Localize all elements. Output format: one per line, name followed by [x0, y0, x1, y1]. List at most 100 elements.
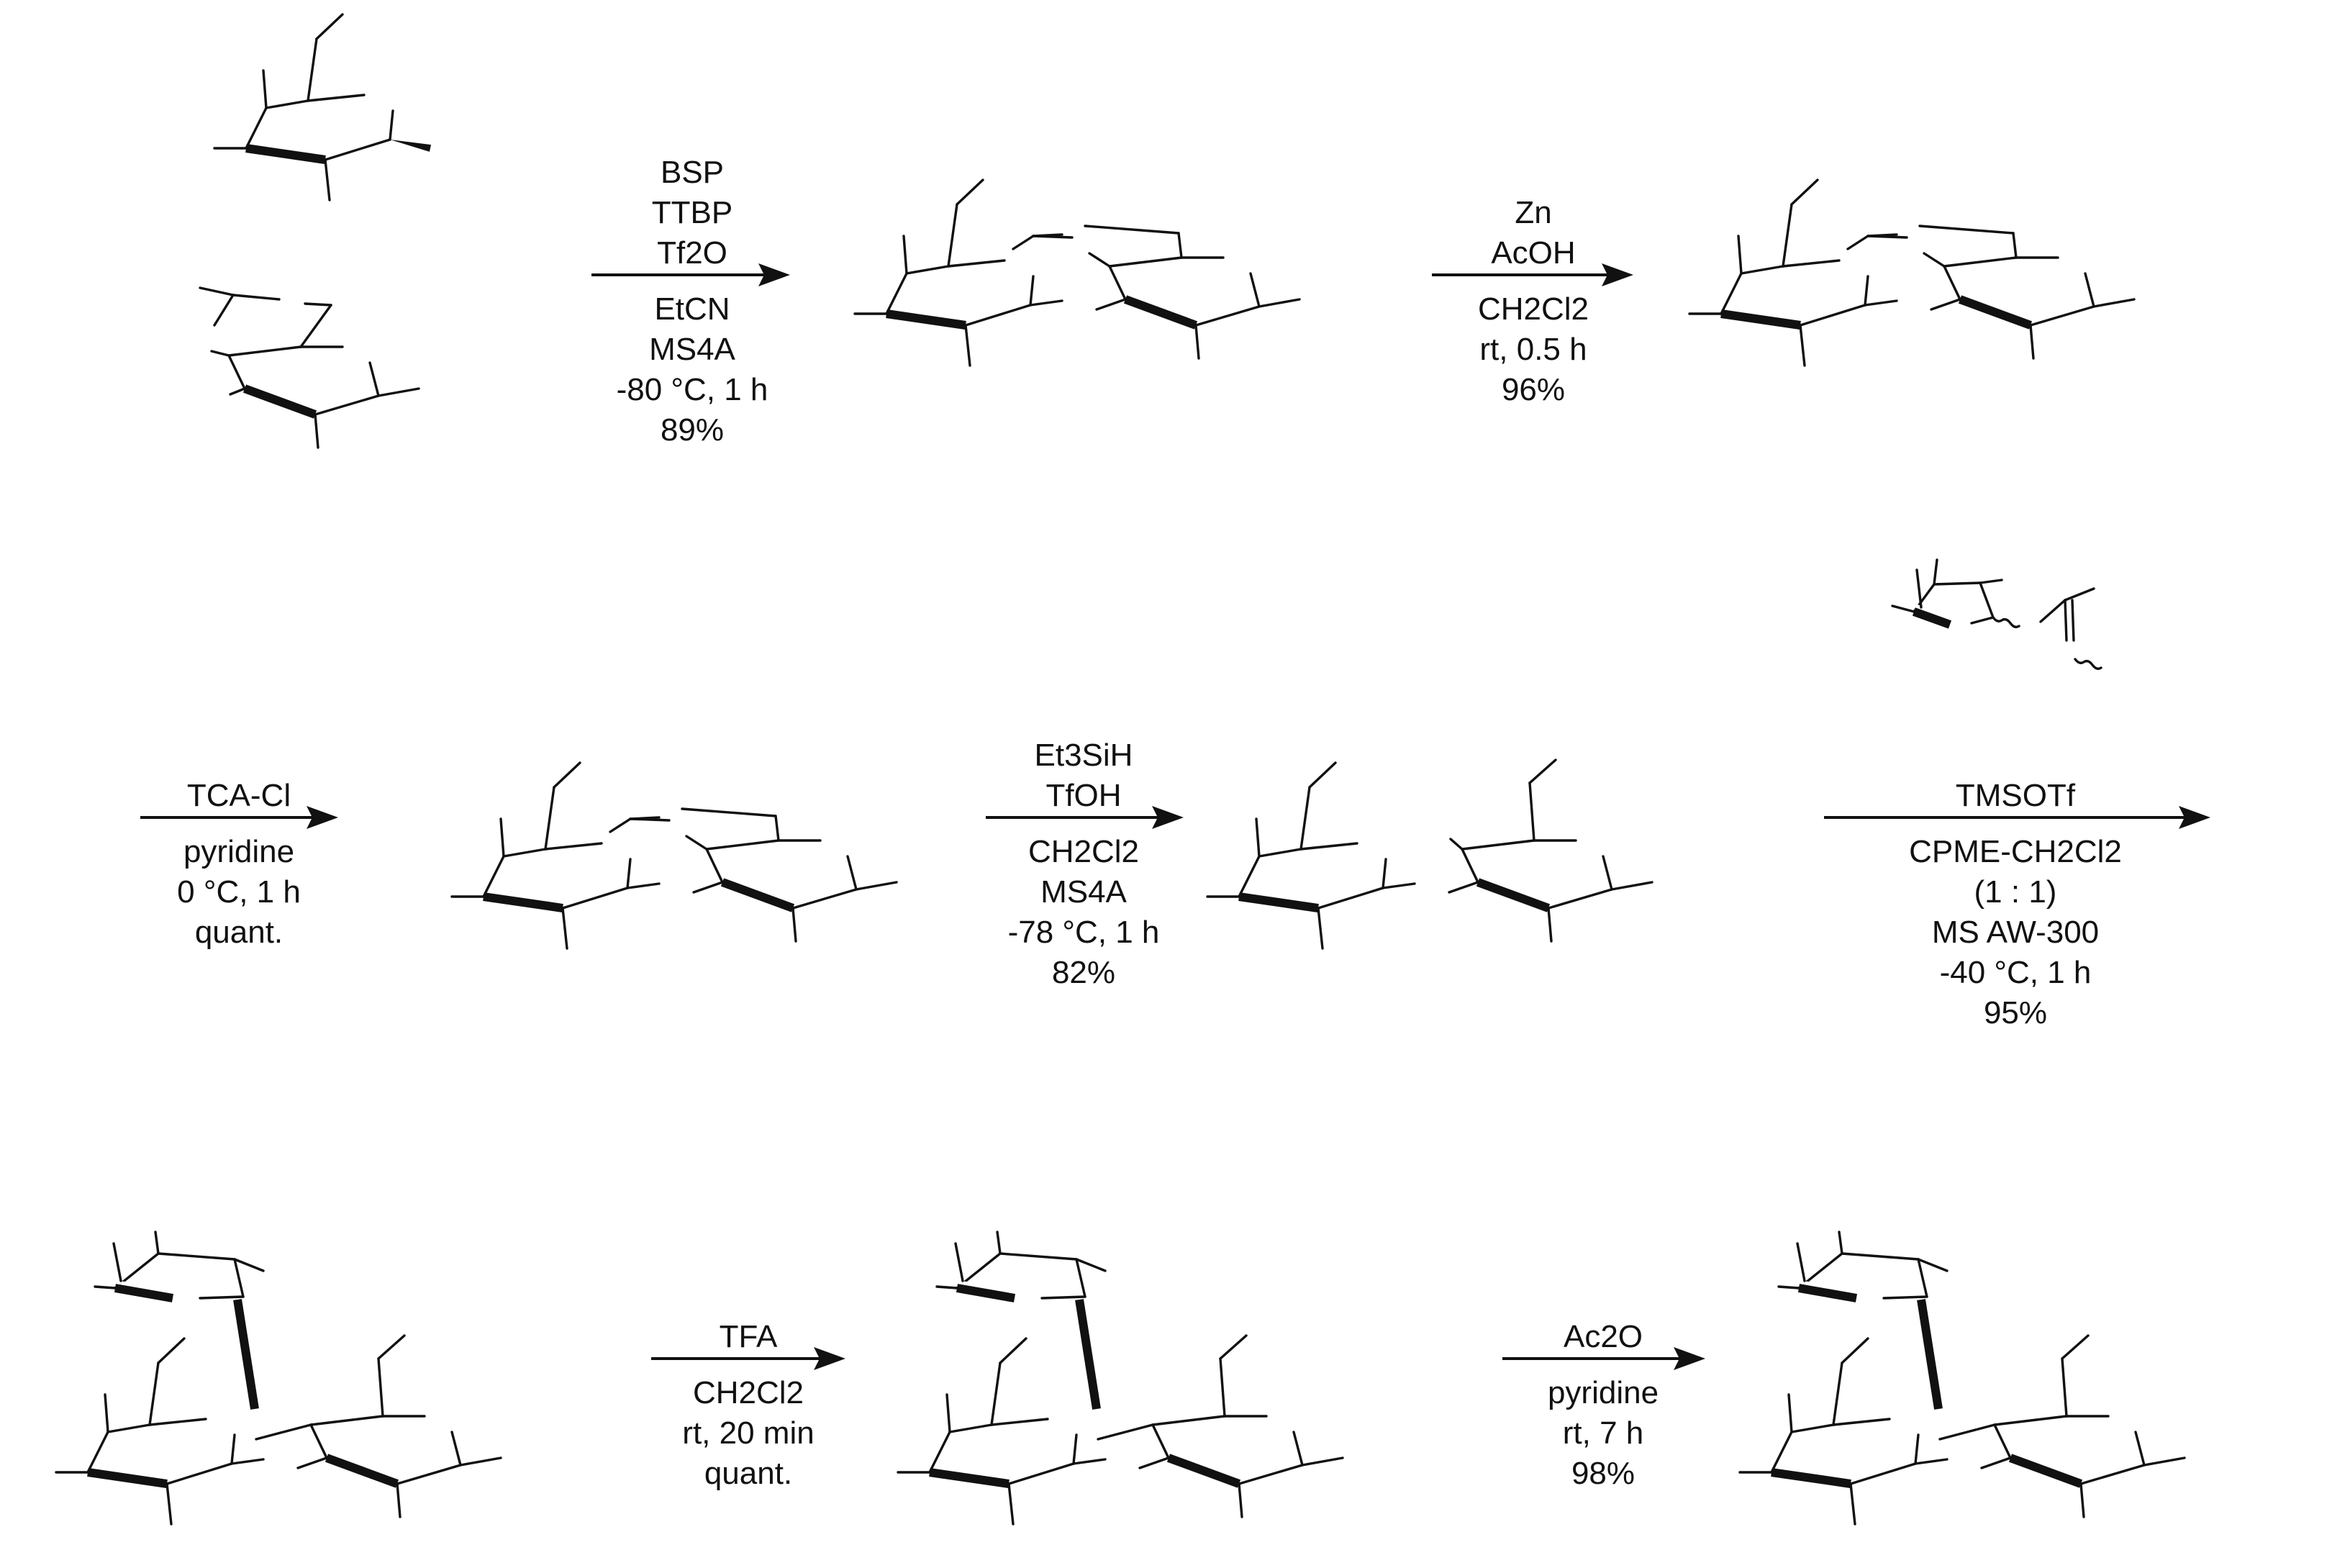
condition-below: rt, 7 h — [1563, 1415, 1644, 1451]
arrow-head — [758, 263, 790, 286]
condition-above: Zn — [1515, 195, 1551, 230]
bond — [309, 1423, 328, 1459]
condition-above: TMSOTf — [1956, 778, 2076, 813]
bond — [1979, 579, 2003, 584]
bond — [2079, 1482, 2085, 1518]
bond — [681, 807, 777, 817]
bond — [1790, 178, 1819, 206]
bond — [307, 37, 318, 102]
bond — [1770, 1431, 1793, 1474]
bond — [935, 1285, 958, 1290]
bond — [377, 1334, 406, 1360]
bond — [1012, 235, 1035, 250]
bond — [1796, 1242, 1806, 1282]
bond — [1610, 881, 1653, 891]
bond — [1194, 305, 1261, 327]
condition-below: 89% — [661, 412, 724, 448]
condition-below: rt, 20 min — [682, 1415, 814, 1451]
bond — [1923, 252, 1946, 268]
bond — [1832, 1418, 1891, 1426]
bold-bond — [325, 1454, 399, 1488]
bond — [1007, 1462, 1075, 1485]
bold-bond — [87, 1468, 168, 1488]
bond — [1219, 1334, 1248, 1360]
bond — [964, 324, 971, 367]
bond — [106, 1423, 151, 1433]
condition-above: Ac2O — [1564, 1319, 1643, 1354]
bond — [999, 1337, 1027, 1364]
arrow-head — [2179, 806, 2210, 829]
bold-bond — [1958, 295, 2033, 330]
bond — [314, 394, 380, 416]
bond — [2029, 305, 2095, 327]
compound-2 — [213, 13, 432, 201]
bold-bond — [720, 878, 795, 912]
bond — [1740, 265, 1784, 275]
compound-6 — [450, 761, 898, 950]
bold-bond — [1476, 878, 1551, 912]
bond — [1075, 1258, 1086, 1298]
bond — [996, 1231, 1002, 1255]
bond — [1841, 1337, 1869, 1364]
bond — [791, 907, 797, 943]
bond — [229, 387, 246, 396]
bond — [232, 294, 281, 301]
bond — [1782, 259, 1841, 268]
bond — [948, 1423, 993, 1433]
bond — [315, 13, 344, 40]
condition-below: quant. — [704, 1456, 792, 1491]
compound-10 — [897, 1231, 1344, 1526]
bold-bond — [1797, 1284, 1858, 1302]
condition-below: CH2Cl2 — [693, 1375, 804, 1410]
bond — [482, 855, 505, 898]
condition-below: EtCN — [654, 291, 730, 327]
bond — [2134, 1431, 2146, 1467]
bond — [954, 1242, 964, 1282]
bond — [2079, 1464, 2146, 1485]
bond — [2084, 272, 2095, 308]
bond — [309, 1415, 384, 1426]
bond — [1032, 233, 1063, 237]
bond — [956, 178, 984, 206]
bond — [213, 294, 235, 327]
bond — [1980, 1456, 2012, 1469]
bond — [368, 361, 380, 397]
bond — [1097, 1423, 1154, 1441]
bond — [1317, 907, 1324, 950]
wedge-bond — [390, 140, 432, 152]
bond — [265, 99, 309, 109]
bond — [544, 786, 555, 851]
bond — [1914, 1458, 1948, 1465]
bond — [990, 1361, 1002, 1426]
bond — [2061, 1334, 2090, 1360]
bond — [307, 94, 366, 102]
condition-below: 95% — [1984, 995, 2047, 1030]
bold-bond — [956, 1284, 1016, 1302]
condition-below: -78 °C, 1 h — [1008, 915, 1160, 950]
bond — [1249, 272, 1261, 308]
bond — [148, 1418, 207, 1426]
bond — [255, 1423, 312, 1441]
arrow-head — [307, 806, 338, 829]
bond — [1917, 1258, 1948, 1272]
bond — [885, 272, 908, 315]
condition-above: BSP — [661, 155, 724, 190]
bold-bond — [114, 1284, 174, 1302]
condition-below: CH2Cl2 — [1478, 291, 1589, 327]
bond — [846, 855, 858, 891]
bond — [165, 1482, 173, 1526]
bond — [1938, 1423, 1996, 1441]
bond — [1846, 235, 1869, 250]
bond — [1177, 232, 1183, 259]
bond — [626, 882, 661, 889]
bond — [685, 835, 708, 851]
bond — [112, 1242, 122, 1282]
bond — [1891, 604, 1915, 613]
compound-3 — [199, 286, 420, 449]
bond — [233, 1258, 245, 1298]
bond — [964, 304, 1032, 327]
bold-bond — [1771, 1468, 1851, 1488]
